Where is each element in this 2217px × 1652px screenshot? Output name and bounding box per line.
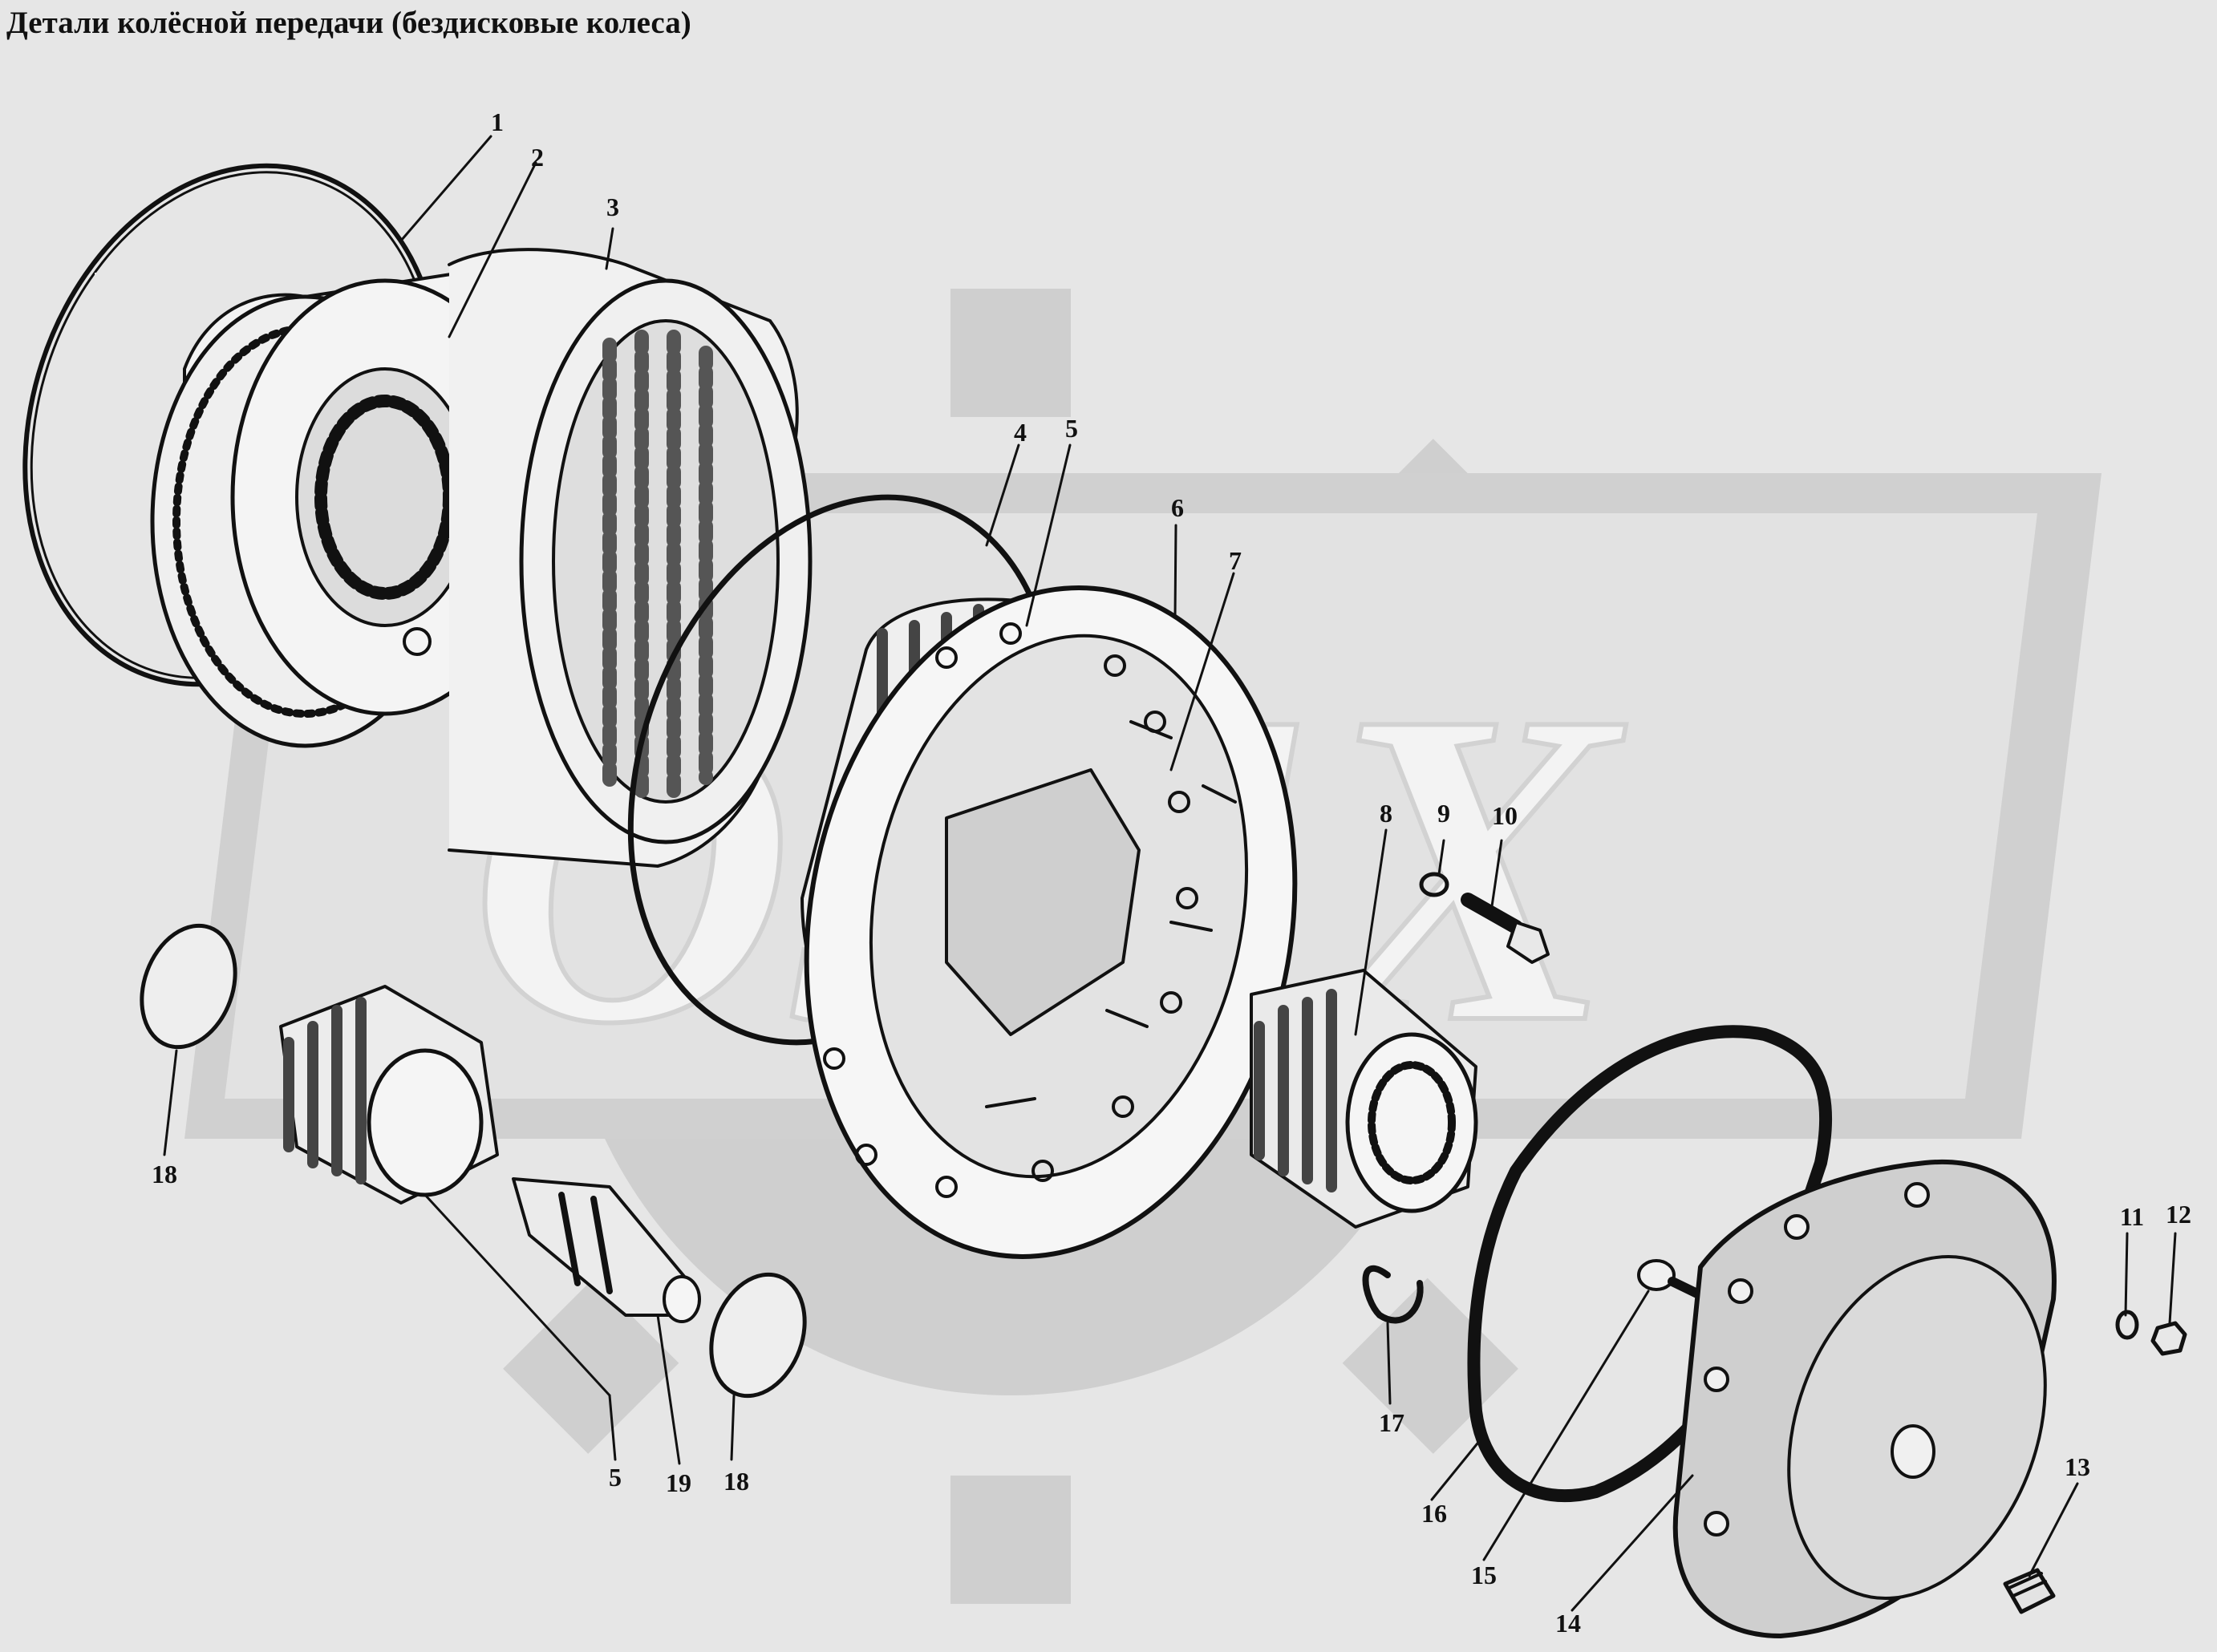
callout-15: 15 xyxy=(1471,1561,1497,1589)
callout-5-lower: 5 xyxy=(609,1463,622,1492)
callout-18-right: 18 xyxy=(723,1467,749,1496)
part-10-bolt xyxy=(1461,893,1550,964)
callout-3: 3 xyxy=(606,192,619,221)
part-5-planet-gear xyxy=(279,985,499,1205)
callout-2: 2 xyxy=(531,143,544,172)
callout-5: 5 xyxy=(1065,414,1078,443)
callout-13: 13 xyxy=(2065,1452,2090,1481)
callout-labels: 1 2 3 4 5 6 7 8 9 10 11 12 13 14 15 16 1… xyxy=(152,107,2191,1638)
callout-1: 1 xyxy=(491,107,504,136)
callout-12: 12 xyxy=(2166,1200,2191,1229)
part-11-washer xyxy=(2115,1310,2139,1340)
part-14-cover xyxy=(1672,1159,2057,1638)
part-15-stop-pin xyxy=(1637,1259,1705,1300)
callout-11: 11 xyxy=(2120,1202,2144,1231)
callout-17: 17 xyxy=(1379,1408,1404,1437)
callout-4: 4 xyxy=(1014,418,1027,447)
part-18-thrust-washer-left xyxy=(140,923,237,1050)
part-8-sun-gear xyxy=(1250,969,1478,1229)
callout-9: 9 xyxy=(1437,799,1450,828)
part-17-retaining-ring xyxy=(1362,1265,1424,1324)
page-title: Детали колёсной передачи (бездисковые ко… xyxy=(6,6,691,40)
callout-8: 8 xyxy=(1380,799,1392,828)
part-18-thrust-washer-right xyxy=(709,1272,807,1399)
callout-10: 10 xyxy=(1492,801,1518,830)
leader-lines xyxy=(163,135,2177,1612)
part-13-drain-plug xyxy=(2003,1568,2056,1614)
callout-19: 19 xyxy=(666,1468,691,1497)
part-6-planet-carrier xyxy=(800,585,1298,1259)
part-19-planet-axle xyxy=(512,1177,701,1323)
callout-14: 14 xyxy=(1555,1609,1581,1638)
callout-6: 6 xyxy=(1171,493,1184,522)
callout-18-left: 18 xyxy=(152,1160,177,1188)
part-2-3-gear-hub xyxy=(150,248,813,868)
part-12-nut xyxy=(2150,1321,2187,1356)
callout-7: 7 xyxy=(1229,546,1242,575)
callout-16: 16 xyxy=(1421,1499,1447,1528)
part-9-washer xyxy=(1419,872,1449,897)
